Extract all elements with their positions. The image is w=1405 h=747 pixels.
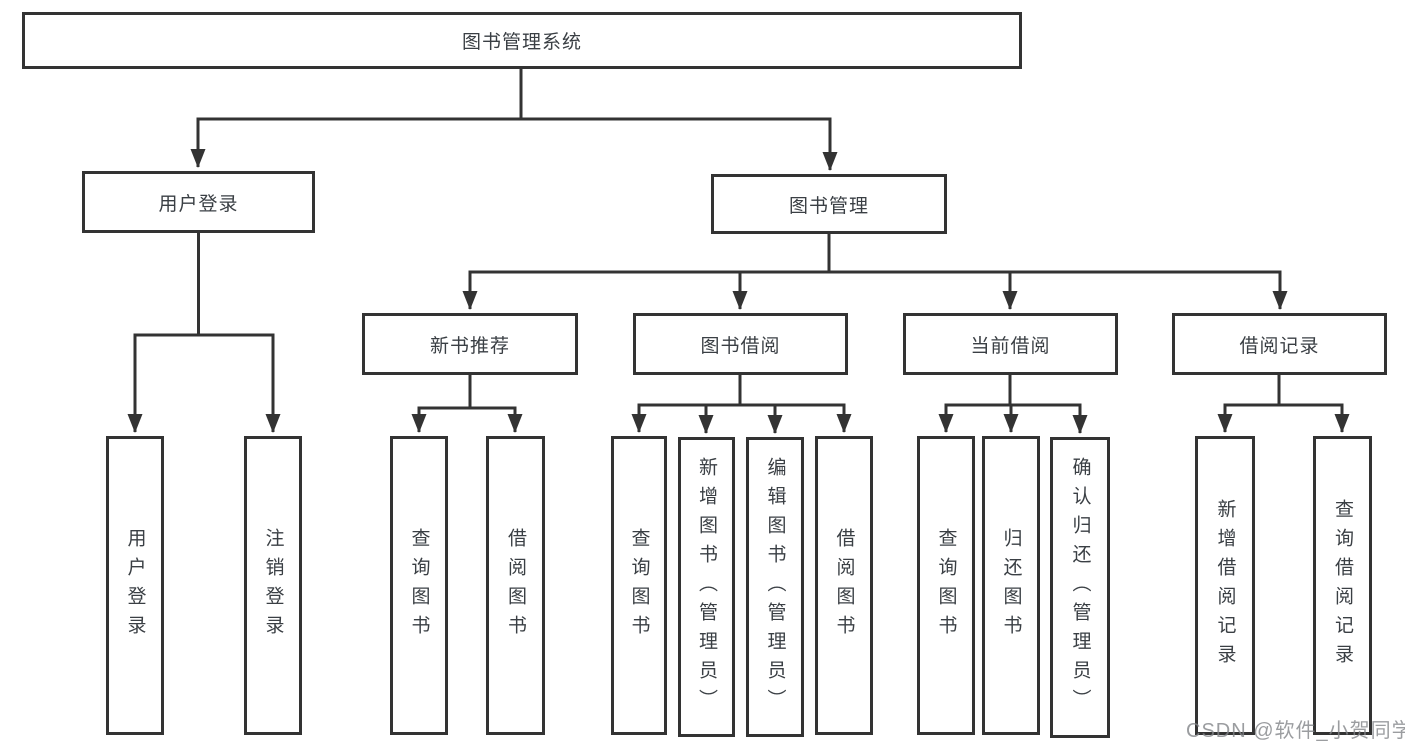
- rail-new-book: [417, 375, 517, 410]
- leaf-label: 归还图书: [1000, 527, 1022, 644]
- leaf-query-books-current: 查询图书: [917, 436, 975, 735]
- leaf-add-borrow-record: 新增借阅记录: [1195, 436, 1255, 735]
- node-new-book-recommendation: 新书推荐: [362, 313, 578, 375]
- leaf-label: 查询图书: [628, 527, 650, 644]
- node-book-borrowing: 图书借阅: [633, 313, 848, 375]
- leaf-logout: 注销登录: [244, 436, 302, 735]
- rail-user-login: [133, 233, 275, 337]
- leaf-label: 查询借阅记录: [1332, 498, 1353, 673]
- leaf-label: 查询图书: [935, 527, 957, 644]
- node-current-borrowing: 当前借阅: [903, 313, 1118, 375]
- rail-borrow-records: [1223, 375, 1344, 407]
- leaf-label: 新增图书（管理员）: [696, 456, 717, 718]
- leaf-borrow-books-recommend: 借阅图书: [486, 436, 545, 735]
- node-label: 当前借阅: [970, 335, 1051, 357]
- node-label: 图书借阅: [700, 335, 781, 357]
- leaf-label: 注销登录: [262, 527, 284, 644]
- node-label: 图书管理系统: [461, 32, 582, 53]
- node-label: 借阅记录: [1239, 335, 1320, 357]
- node-label: 用户登录: [158, 193, 239, 215]
- rail-current-borrow: [944, 375, 1082, 407]
- leaf-borrow-books: 借阅图书: [815, 436, 873, 735]
- leaf-user-login: 用户登录: [106, 436, 164, 735]
- leaf-label: 借阅图书: [505, 527, 526, 644]
- node-user-login: 用户登录: [82, 171, 315, 233]
- rail-book-management: [468, 234, 1282, 274]
- leaf-label: 确认归还（管理员）: [1069, 457, 1091, 718]
- leaf-edit-book-admin: 编辑图书（管理员）: [746, 437, 804, 737]
- watermark-text: CSDN @软件_小贺同学: [1186, 720, 1405, 742]
- leaf-label: 查询图书: [408, 527, 430, 644]
- leaf-confirm-return-admin: 确认归还（管理员）: [1050, 437, 1110, 738]
- leaf-label: 用户登录: [124, 527, 146, 644]
- rail-root: [196, 68, 832, 121]
- node-label: 新书推荐: [429, 335, 510, 357]
- node-label: 图书管理: [788, 195, 869, 217]
- leaf-label: 编辑图书（管理员）: [764, 456, 786, 718]
- leaf-add-book-admin: 新增图书（管理员）: [678, 437, 735, 737]
- leaf-label: 借阅图书: [833, 527, 855, 644]
- leaf-query-books-recommend: 查询图书: [390, 436, 448, 735]
- node-book-management: 图书管理: [711, 174, 947, 234]
- leaf-label: 新增借阅记录: [1214, 498, 1236, 673]
- rail-book-borrow: [637, 375, 846, 407]
- node-library-management-system: 图书管理系统: [22, 12, 1022, 69]
- leaf-return-books: 归还图书: [982, 436, 1040, 735]
- leaf-query-books-borrow: 查询图书: [611, 436, 667, 735]
- leaf-query-borrow-record: 查询借阅记录: [1313, 436, 1372, 735]
- node-borrowing-records: 借阅记录: [1172, 313, 1387, 375]
